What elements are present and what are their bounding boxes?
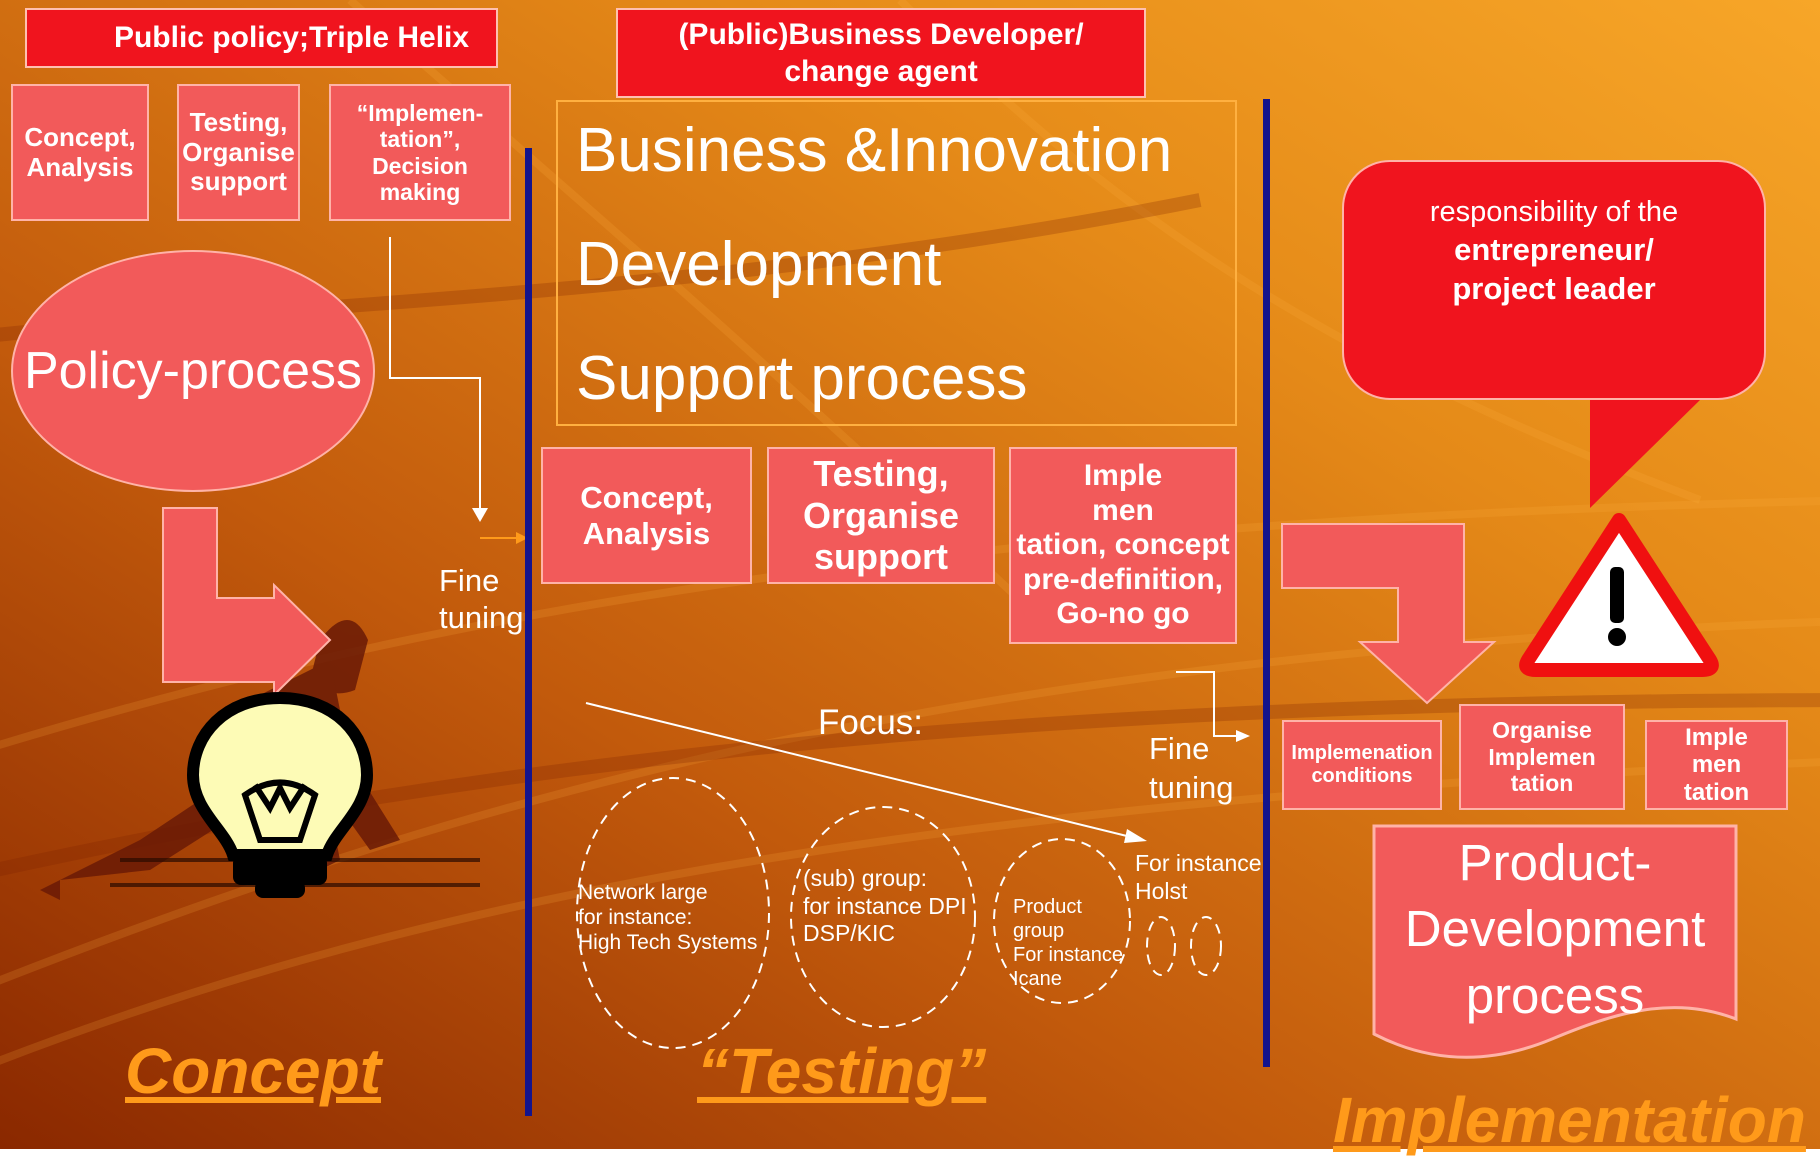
circle-small-1 — [1146, 916, 1176, 976]
fine-tuning-left: Fine tuning — [439, 563, 524, 636]
connector-arrowhead-1 — [472, 508, 488, 522]
callout-line1: responsibility of the — [1429, 196, 1679, 228]
to-implementation-arrow — [1281, 523, 1497, 705]
header-public-policy: Public policy;Triple Helix — [25, 8, 498, 68]
main-title-panel — [556, 100, 1237, 426]
concept-box-testing: Testing, Organise support — [177, 84, 300, 221]
policy-process-label: Policy-process — [23, 342, 363, 400]
responsibility-callout: responsibility of the entrepreneur/ proj… — [1342, 160, 1766, 400]
circle-product-group-label: Product group For instance Icane — [1013, 896, 1124, 990]
connector-arrowhead-2 — [516, 532, 528, 544]
policy-process-ellipse: Policy-process — [11, 250, 375, 492]
connector-decision-to-fine-tuning — [389, 237, 481, 515]
main-title-line2: Development — [576, 230, 942, 299]
header-business-developer: (Public)Business Developer/ change agent — [616, 8, 1146, 98]
lightbulb-icon — [186, 691, 374, 898]
callout-line2: entrepreneur/ project leader — [1452, 232, 1656, 306]
focus-label: Focus: — [818, 703, 924, 742]
concept-box-concept-analysis: Concept, Analysis — [11, 84, 149, 221]
circle-subgroup — [790, 806, 976, 1028]
impl-box-conditions: Implemenation conditions — [1282, 720, 1442, 810]
warning-icon — [1519, 513, 1719, 677]
product-development-label: Product- Development process — [1404, 834, 1706, 1024]
phase-testing: “Testing” — [697, 1035, 987, 1107]
circle-subgroup-label: (sub) group: for instance DPI DSP/KIC — [803, 865, 967, 947]
focus-arrow-line — [585, 702, 1136, 839]
circle-small-2 — [1190, 916, 1222, 976]
impl-box-organise: Organise Implemen tation — [1459, 704, 1625, 810]
phase-implementation: Implementation — [1333, 1084, 1806, 1156]
circle-product-group — [993, 838, 1131, 1004]
policy-to-idea-arrow — [162, 507, 332, 698]
impl-box-implementation: Imple men tation — [1645, 720, 1788, 810]
testing-box-concept-analysis: Concept, Analysis — [541, 447, 752, 584]
main-title-line1: Business &Innovation — [576, 116, 1173, 185]
for-instance-holst-label: For instance Holst — [1135, 850, 1262, 904]
connector-go-no-go-to-fine-tuning — [1176, 671, 1240, 737]
phase-concept: Concept — [125, 1035, 381, 1107]
testing-box-implementation: Imple men tation, concept pre-definition… — [1009, 447, 1237, 644]
main-title-line3: Support process — [576, 344, 1028, 413]
divider-left — [525, 148, 532, 1116]
callout-tail — [1590, 400, 1700, 508]
connector-arrowhead-3 — [1236, 730, 1250, 742]
focus-arrowhead — [1124, 829, 1147, 843]
circle-network — [576, 777, 770, 1049]
divider-right — [1263, 99, 1270, 1067]
testing-box-testing: Testing, Organise support — [767, 447, 995, 584]
fine-tuning-right: Fine tuning — [1149, 731, 1234, 805]
circle-network-label: Network large for instance: High Tech Sy… — [578, 881, 758, 955]
product-development-shape — [1372, 824, 1738, 1059]
concept-box-implementation: “Implemen- tation”, Decision making — [329, 84, 511, 221]
